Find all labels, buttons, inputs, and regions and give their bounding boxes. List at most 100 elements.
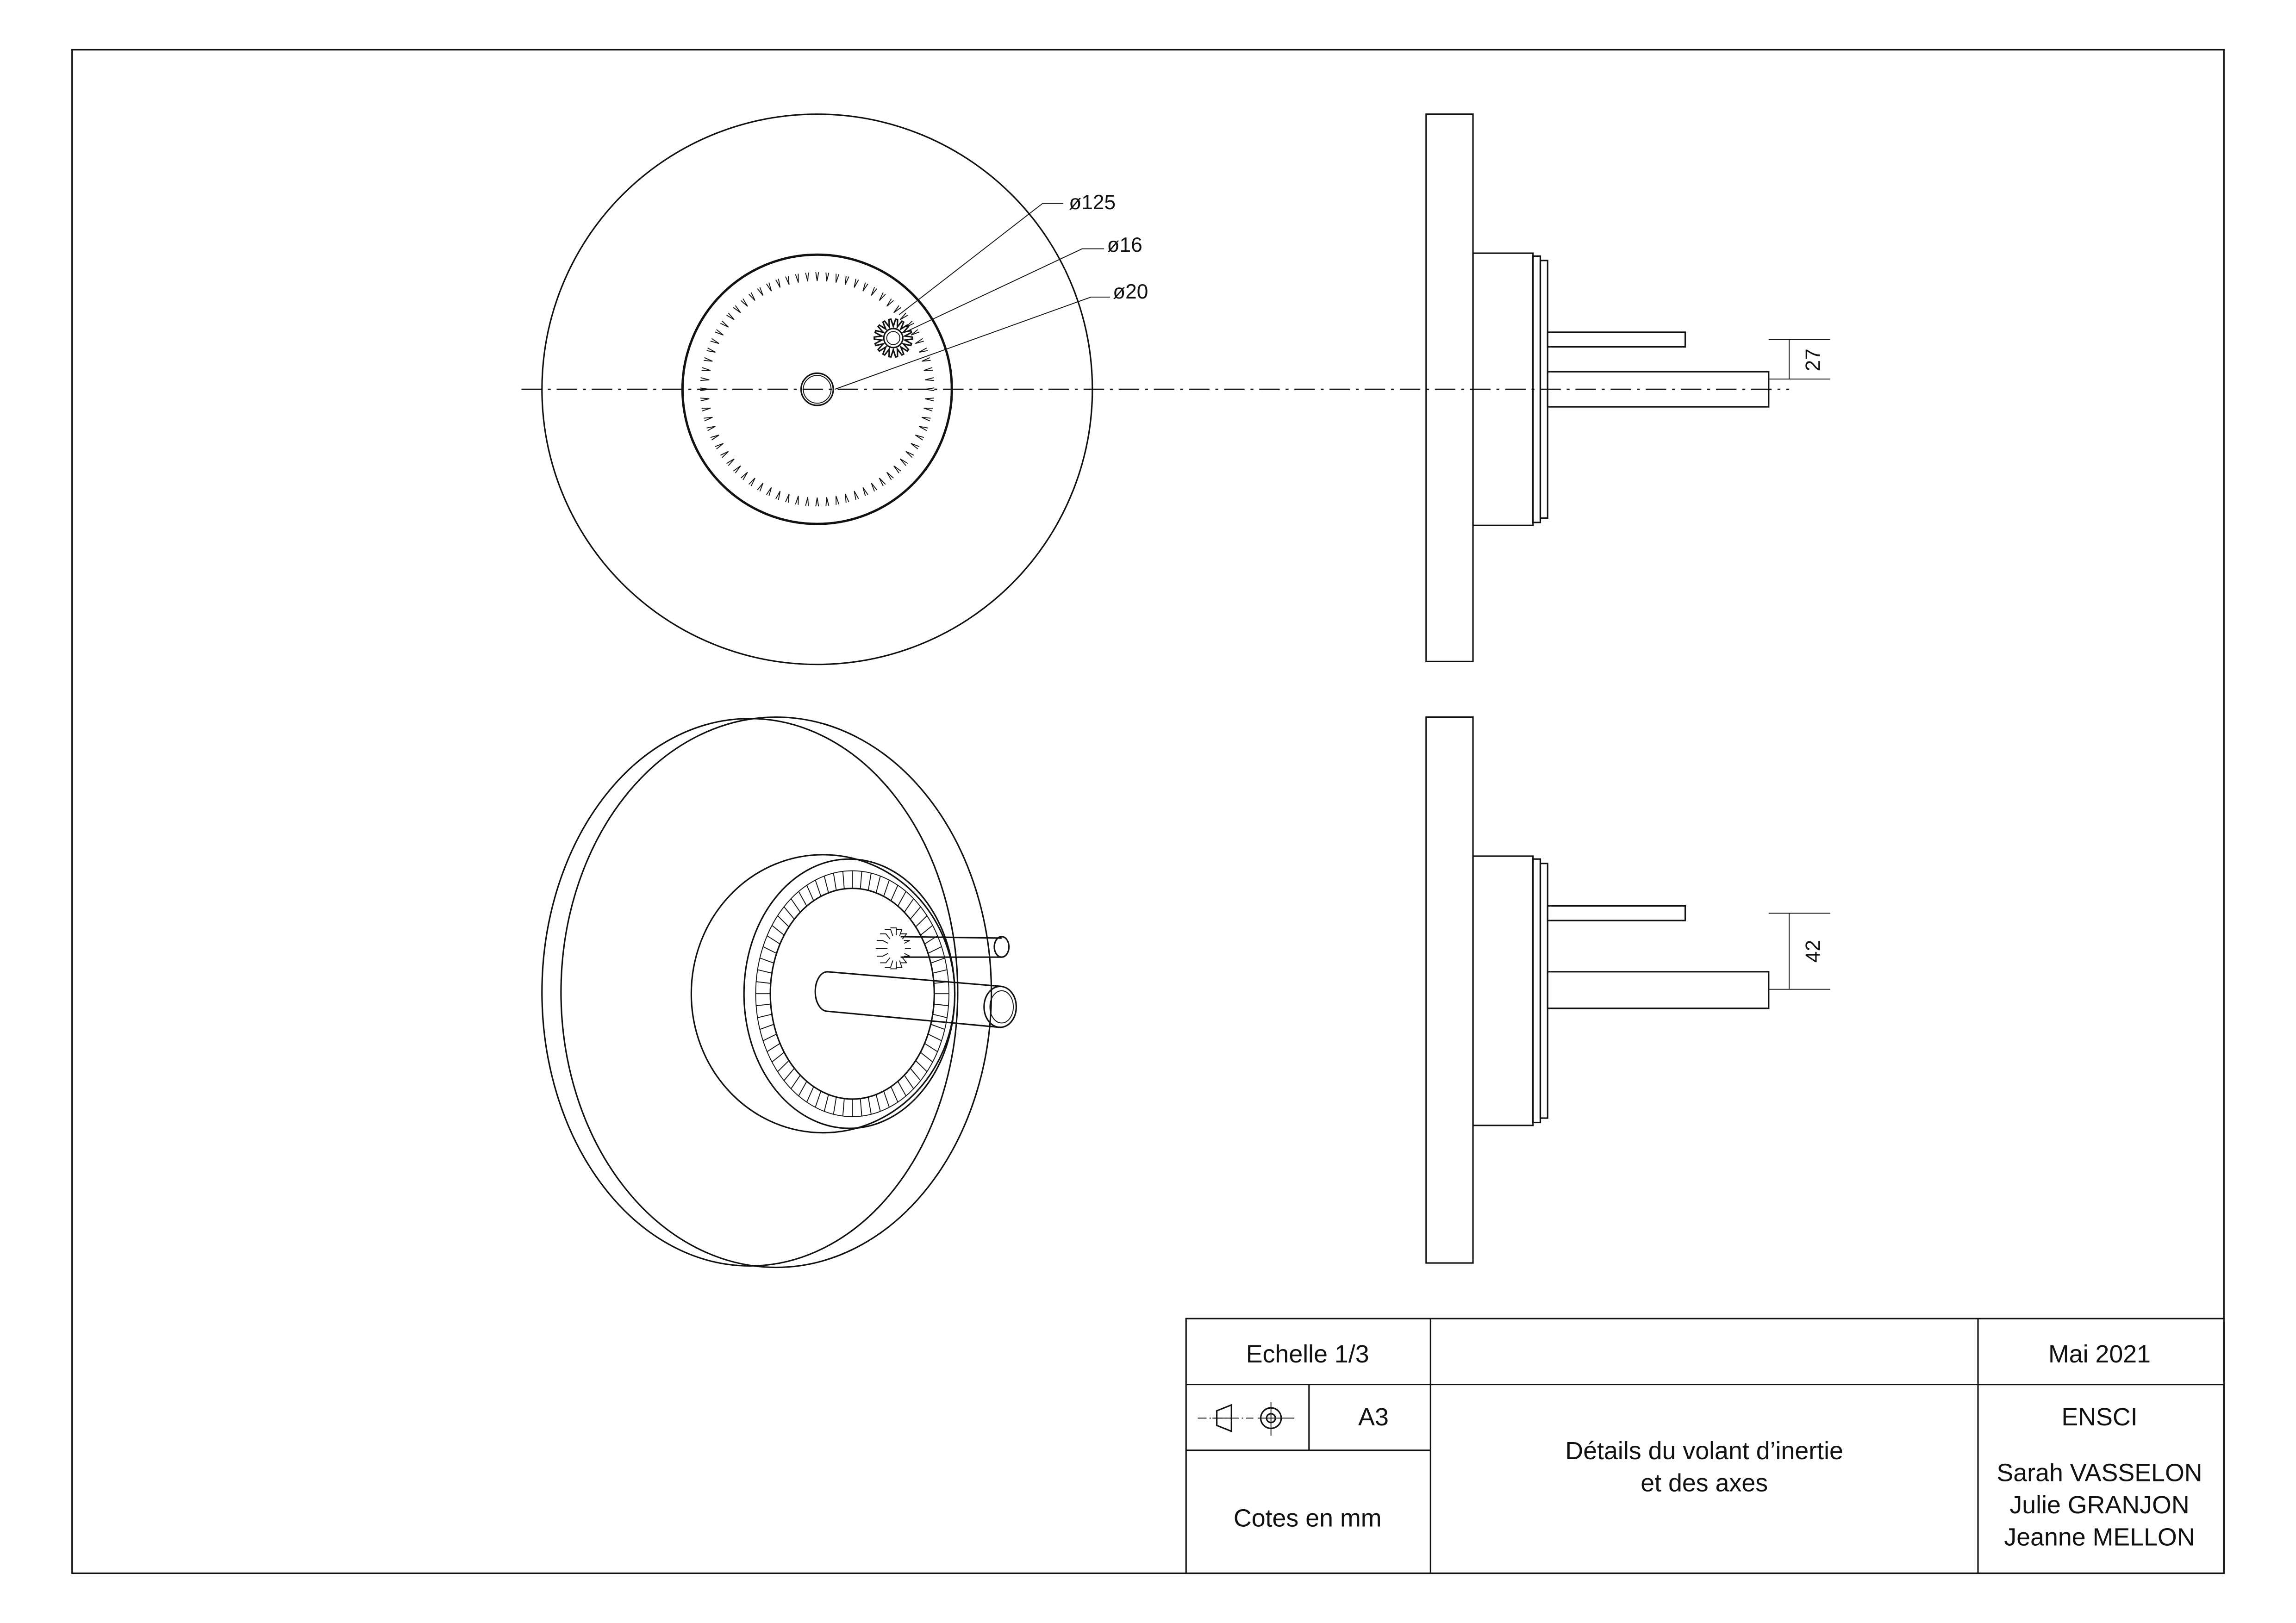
drawing-title-line2: et des axes (1641, 1469, 1768, 1497)
iso-ring-tooth (920, 1051, 933, 1063)
ring-tooth (844, 275, 849, 285)
ring-tooth (710, 435, 719, 441)
iso-ring-tooth (920, 925, 933, 936)
iso-ring-tooth (930, 958, 945, 964)
date-label: Mai 2021 (2048, 1340, 2151, 1368)
ring-tooth (854, 491, 859, 500)
iso-pinion-tooth (890, 961, 897, 970)
ring-tooth (925, 377, 934, 381)
author-name: Jeanne MELLON (2004, 1523, 2195, 1551)
ring-tooth (905, 451, 914, 458)
lower-shaft-bore (989, 990, 1014, 1024)
ring-tooth (775, 491, 781, 500)
iso-ring-tooth (798, 891, 807, 907)
iso-ring-tooth (897, 1081, 906, 1096)
ring-tooth (844, 493, 849, 503)
iso-ring-tooth (883, 1091, 890, 1107)
ring-tooth (886, 298, 894, 307)
ring-tooth (706, 426, 716, 431)
ring-tooth (825, 497, 830, 506)
iso-ring-tooth (932, 1014, 948, 1018)
iso-ring-tooth (934, 1003, 949, 1007)
iso-ring-tooth (777, 915, 789, 927)
iso-pinion-tooth (896, 960, 903, 968)
ring-tooth (720, 451, 729, 458)
ring-tooth (915, 435, 924, 441)
ring-tooth (715, 443, 724, 450)
iso-ring-tooth (833, 1097, 837, 1114)
iso-lower-shaft (814, 971, 1002, 1028)
iso-ring-tooth (928, 1033, 942, 1041)
pinion-outline (873, 318, 913, 358)
ring-tooth (879, 478, 886, 486)
iso-ring-tooth (783, 1068, 795, 1081)
author-name: Julie GRANJON (2009, 1491, 2189, 1519)
iso-ring-tooth (875, 1094, 881, 1112)
iso-ring-tooth (842, 871, 845, 889)
iso-ring-tooth (777, 1060, 789, 1072)
ring-face (743, 858, 956, 1129)
ring-tooth (720, 320, 729, 328)
label-d125: ø125 (1069, 191, 1116, 214)
lower-shaft-end (983, 985, 1017, 1028)
iso-ring-tooth (762, 1033, 777, 1041)
ring-tooth (795, 496, 799, 505)
ring-tooth (911, 329, 920, 336)
ring-tooth (701, 367, 711, 371)
side-view-bottom: 42 (1425, 716, 1830, 1264)
iso-ring-tooth (904, 898, 914, 913)
scale-label: Echelle 1/3 (1246, 1340, 1369, 1368)
iso-ring-tooth (928, 946, 942, 954)
iso-ring-tooth (910, 1068, 921, 1081)
iso-pinion-tooth (877, 940, 888, 944)
pinion-hub-circle (883, 328, 904, 348)
ring-tooth (923, 407, 933, 411)
ring-tooth (700, 377, 710, 381)
sheet-border (71, 49, 2225, 1574)
ring-tooth (836, 274, 840, 283)
ring-tooth (836, 496, 840, 505)
iso-ring-tooth (890, 1086, 898, 1102)
ring-tooth (862, 487, 868, 496)
ring-tooth (733, 305, 741, 313)
side-view-top: 27 (1425, 113, 1830, 662)
iso-pinion (875, 927, 911, 970)
iso-ring-tooth (910, 906, 921, 920)
iso-ring-tooth (798, 1081, 807, 1096)
format-label: A3 (1358, 1403, 1389, 1431)
ring-tooth (815, 272, 819, 281)
iso-pinion-tooth (880, 957, 891, 964)
lower-shaft (1547, 371, 1770, 408)
iso-ring-tooth (760, 1024, 774, 1030)
iso-ring-tooth (824, 1094, 829, 1112)
ring-tooth (704, 417, 713, 422)
ring-tooth (886, 472, 894, 480)
iso-ring-tooth (791, 898, 801, 913)
ring-tooth (815, 497, 819, 507)
flywheel-front-face (560, 716, 992, 1269)
iso-ring-tooth (824, 876, 829, 893)
first-angle-projection-icon (1198, 1402, 1295, 1436)
ring-tooth (899, 458, 908, 466)
iso-pinion-tooth (904, 940, 910, 944)
iso-ring-tooth (783, 906, 795, 920)
ring-tooth (879, 292, 886, 301)
iso-ring-tooth (924, 1043, 938, 1052)
pinion-gear (873, 318, 913, 358)
iso-ring-tooth (767, 935, 780, 945)
iso-ring-tooth (760, 958, 774, 964)
hub (1472, 855, 1534, 1126)
lower-shaft (1547, 971, 1770, 1009)
iso-ring-tooth (815, 880, 822, 897)
ring-tooth (825, 272, 830, 282)
ring-tooth (775, 279, 781, 288)
iso-ring-tooth (806, 885, 814, 901)
iso-ring-tooth (932, 969, 948, 974)
ring-tooth (785, 493, 790, 503)
plate (1532, 858, 1541, 1124)
ring-tooth (701, 407, 711, 411)
ring-tooth (715, 329, 724, 336)
iso-ring-tooth (875, 876, 881, 893)
ring-tooth (749, 478, 755, 486)
front-view: ø125 ø16 ø20 (521, 113, 1790, 665)
